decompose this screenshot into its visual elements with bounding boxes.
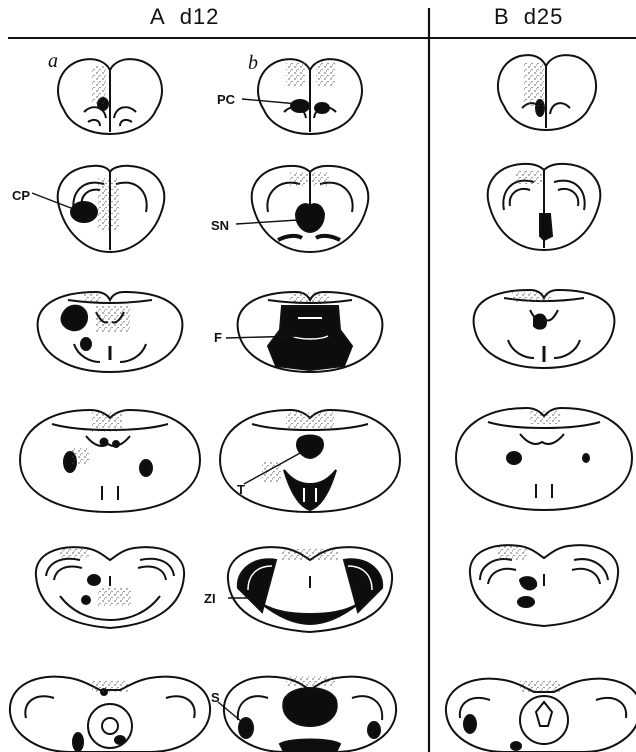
section-B6 (446, 679, 636, 752)
section-B5 (470, 545, 618, 626)
section-a4 (20, 410, 200, 512)
section-a2 (32, 166, 164, 252)
section-a3 (38, 292, 183, 372)
section-row-6 (10, 676, 636, 752)
section-B2 (488, 164, 600, 250)
section-b5 (228, 547, 392, 632)
section-row-1 (58, 55, 596, 134)
section-row-4 (20, 408, 632, 512)
section-a6 (10, 677, 210, 752)
section-B3 (474, 290, 615, 368)
section-B4 (456, 408, 632, 510)
section-b6 (218, 676, 396, 752)
section-b1 (242, 59, 362, 134)
section-row-2 (32, 164, 600, 252)
section-B1 (498, 55, 596, 130)
section-row-5 (36, 545, 618, 632)
section-b4 (220, 410, 400, 512)
section-b3 (226, 292, 382, 372)
section-b2 (236, 166, 368, 252)
section-a5 (36, 547, 184, 628)
section-row-3 (38, 290, 615, 372)
section-a1 (58, 59, 162, 134)
